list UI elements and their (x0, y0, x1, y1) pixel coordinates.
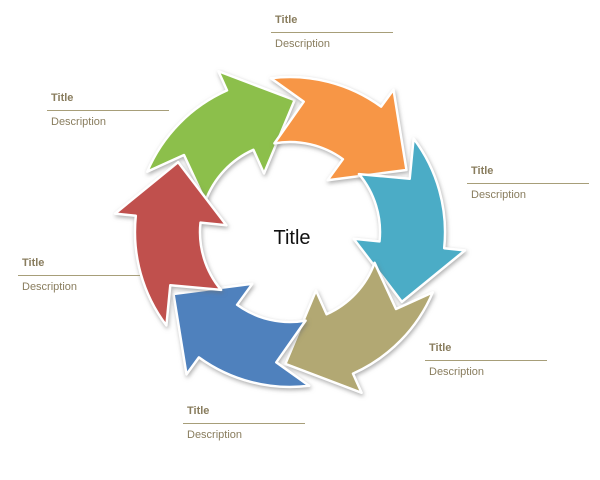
callout-description[interactable]: Description (429, 366, 485, 378)
callout-title[interactable]: Title (471, 165, 494, 177)
center-title[interactable]: Title (273, 227, 311, 249)
cycle-arrow-blue[interactable] (172, 282, 311, 389)
callout-description[interactable]: Description (187, 429, 243, 441)
callout-divider (425, 360, 547, 361)
callout-bottom-right: Title Description (425, 340, 547, 379)
callout-description[interactable]: Description (51, 116, 107, 128)
callout-title[interactable]: Title (51, 92, 74, 104)
callout-divider (18, 275, 140, 276)
callout-description[interactable]: Description (22, 281, 78, 293)
callout-title[interactable]: Title (275, 14, 298, 26)
callout-description[interactable]: Description (471, 189, 527, 201)
callout-title[interactable]: Title (187, 405, 210, 417)
callout-divider (47, 110, 169, 111)
callout-bottom: Title Description (183, 403, 305, 442)
callout-title[interactable]: Title (22, 257, 45, 269)
cycle-arrow-orange[interactable] (269, 75, 408, 182)
callout-description[interactable]: Description (275, 38, 331, 50)
callout-top-left: Title Description (47, 90, 169, 129)
callout-right: Title Description (467, 163, 589, 202)
cycle-arrow-olive[interactable] (284, 261, 435, 395)
callout-divider (271, 32, 393, 33)
callout-title[interactable]: Title (429, 342, 452, 354)
cycle-arrow-teal[interactable] (352, 137, 467, 304)
callout-left: Title Description (18, 255, 140, 294)
cycle-arrow-green[interactable] (145, 69, 296, 203)
callout-divider (467, 183, 589, 184)
callout-top: Title Description (271, 12, 393, 51)
callout-divider (183, 423, 305, 424)
cycle-arrow-red[interactable] (113, 160, 228, 327)
